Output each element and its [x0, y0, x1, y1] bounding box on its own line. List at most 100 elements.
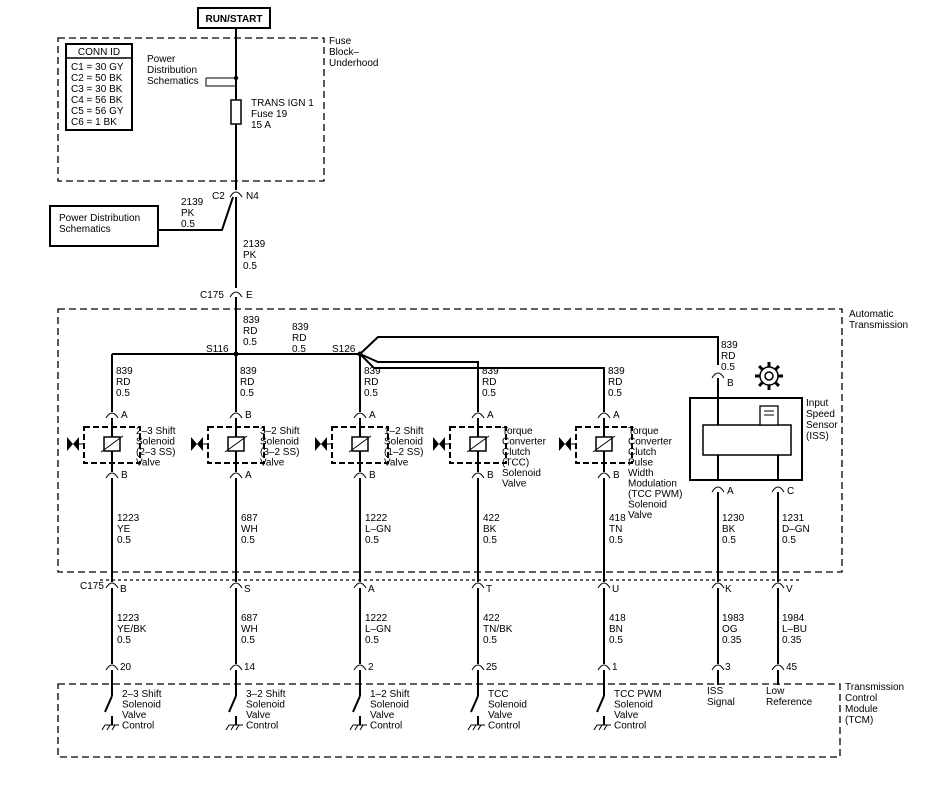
solenoid-top-pin: B [245, 410, 252, 421]
wire-label: 1223 [117, 513, 140, 524]
svg-text:RD: RD [721, 351, 735, 362]
connector-n4-pin: N4 [246, 191, 259, 202]
svg-text:Signal: Signal [707, 697, 735, 708]
solenoid-name: 1–2 Shift [384, 426, 424, 437]
tcm-control-label: 1–2 Shift [370, 689, 410, 700]
c175-pin: T [486, 584, 492, 595]
conn-id-row: C4 = 56 BK [71, 95, 123, 106]
solenoid-name: Modulation [628, 479, 677, 490]
control-switch [470, 695, 479, 713]
svg-text:0.35: 0.35 [782, 635, 802, 646]
wire-label: 418 [609, 613, 626, 624]
wire-839-label: RD [482, 377, 496, 388]
tcm-control-label: Valve [122, 710, 147, 721]
tcm-control-label: Solenoid [246, 700, 285, 711]
svg-text:0.5: 0.5 [292, 344, 306, 355]
solenoid-name: (1–2 SS) [384, 447, 423, 458]
solenoid-name: Converter [502, 437, 547, 448]
wire-label: 0.5 [241, 535, 255, 546]
wire-label: 0.5 [609, 535, 623, 546]
wire-label: BK [483, 524, 497, 535]
conn-id-title: CONN ID [78, 47, 120, 58]
tcm-pin: 2 [368, 662, 374, 673]
wire-839-label: 0.5 [240, 388, 254, 399]
svg-text:0.5: 0.5 [243, 261, 257, 272]
wire-label: WH [241, 624, 258, 635]
svg-text:PK: PK [181, 208, 195, 219]
wire-label: 1223 [117, 613, 140, 624]
c175-pin: A [368, 584, 375, 595]
wire-label: L–GN [365, 524, 391, 535]
c175-pin: U [612, 584, 619, 595]
wire-label: BN [609, 624, 623, 635]
tcm-control-label: Valve [488, 710, 513, 721]
svg-text:0.5: 0.5 [722, 535, 736, 546]
svg-text:(TCM): (TCM) [845, 715, 873, 726]
svg-text:Schematics: Schematics [59, 224, 111, 235]
automatic-transmission-label: Automatic Transmission [849, 309, 908, 331]
wire-839-label: 839 [482, 366, 499, 377]
svg-text:Underhood: Underhood [329, 58, 378, 69]
solenoid-name: Solenoid [384, 437, 423, 448]
svg-text:L–BU: L–BU [782, 624, 807, 635]
svg-text:A: A [727, 486, 734, 497]
svg-text:C: C [787, 486, 794, 497]
wire-label: 0.5 [483, 635, 497, 646]
tcm-pin: 20 [120, 662, 132, 673]
solenoid-name: Converter [628, 437, 673, 448]
solenoid-bottom-pin: A [245, 470, 252, 481]
svg-text:0.35: 0.35 [722, 635, 742, 646]
wire-839-label: RD [240, 377, 254, 388]
tcm-control-label: Valve [246, 710, 271, 721]
svg-text:839: 839 [721, 340, 738, 351]
svg-text:BK: BK [722, 524, 736, 535]
svg-text:TRANS IGN 1: TRANS IGN 1 [251, 98, 314, 109]
wire-839-label: RD [116, 377, 130, 388]
svg-text:V: V [786, 584, 793, 595]
connector-c175-e [229, 291, 243, 298]
svg-text:D–GN: D–GN [782, 524, 810, 535]
svg-text:1983: 1983 [722, 613, 745, 624]
solenoid-name: Valve [502, 479, 527, 490]
wire-label: 687 [241, 513, 258, 524]
conn-id-row: C6 = 1 BK [71, 117, 117, 128]
svg-text:Distribution: Distribution [147, 65, 197, 76]
iss-name: Input Speed Sensor (ISS) [806, 398, 838, 442]
conn-id-row: C3 = 30 BK [71, 84, 123, 95]
solenoid-top-pin: A [121, 410, 128, 421]
svg-text:Transmission: Transmission [845, 682, 904, 693]
connector-c2-n4 [229, 191, 243, 198]
wire-839-label: 0.5 [364, 388, 378, 399]
wire-label: TN [609, 524, 622, 535]
solenoid-name: Solenoid [136, 437, 175, 448]
tcm-control-label: Control [246, 721, 278, 732]
wire-839-label: 0.5 [116, 388, 130, 399]
iss-wires: A C 1230 BK 0.5 1231 D–GN 0.5 K V 1983 O… [707, 486, 813, 708]
svg-text:Transmission: Transmission [849, 320, 908, 331]
wire-label: 1222 [365, 613, 388, 624]
solenoid-column: 839RD0.5ATorqueConverterClutchPulseWidth… [559, 366, 682, 732]
svg-text:RD: RD [243, 326, 257, 337]
svg-text:45: 45 [786, 662, 798, 673]
wire-839-label: 0.5 [482, 388, 496, 399]
wire-2139-label: 2139 PK 0.5 [243, 239, 266, 272]
svg-text:Power: Power [147, 54, 176, 65]
svg-text:15 A: 15 A [251, 120, 271, 131]
wire-label: 0.5 [241, 635, 255, 646]
svg-text:2139: 2139 [243, 239, 266, 250]
svg-text:0.5: 0.5 [243, 337, 257, 348]
svg-text:0.5: 0.5 [721, 362, 735, 373]
valve-symbol [315, 437, 321, 451]
svg-text:PK: PK [243, 250, 257, 261]
tcm-control-label: Valve [614, 710, 639, 721]
svg-text:Module: Module [845, 704, 878, 715]
tcm-pin: 14 [244, 662, 256, 673]
svg-text:S116: S116 [206, 344, 229, 355]
solenoid-bottom-pin: B [121, 470, 128, 481]
tcm-control-label: 3–2 Shift [246, 689, 286, 700]
solenoid-name: Torque [628, 426, 659, 437]
svg-text:0.5: 0.5 [782, 535, 796, 546]
solenoid-name: 3–2 Shift [260, 426, 300, 437]
